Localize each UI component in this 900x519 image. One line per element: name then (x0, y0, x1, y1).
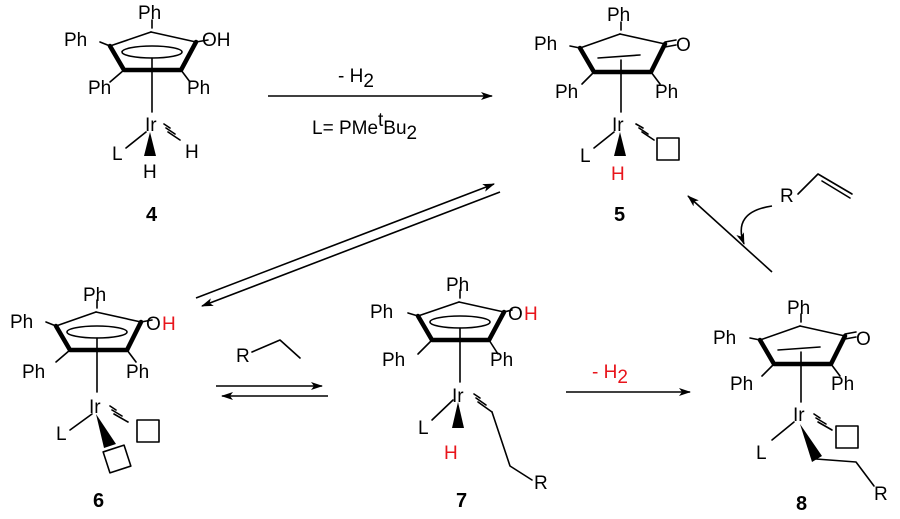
cp-ring-5 (577, 33, 668, 75)
oh-label: OH (202, 30, 231, 51)
compound-8: Ph Ph O Ph Ph Ir L R 8 (713, 298, 888, 515)
cp-ring-7 (415, 301, 507, 343)
compound-number: 7 (456, 490, 467, 512)
ligand-l-label: L (56, 424, 67, 445)
cp-ring-6 (53, 311, 144, 353)
ph-label: Ph (10, 312, 33, 333)
ph-label: Ph (187, 78, 210, 99)
ph-label: Ph (370, 302, 393, 323)
ph-label: Ph (446, 275, 469, 296)
cp-ring-8 (757, 325, 848, 367)
ph-label: Ph (713, 328, 736, 349)
equilibrium-5-6 (195, 183, 501, 307)
cyclobutyl-ring (102, 444, 132, 474)
iridium-label: Ir (145, 115, 157, 136)
ph-label: Ph (126, 362, 149, 383)
ketone-o-label: O (856, 329, 871, 350)
arrow-label-below: L= PMetBu2 (312, 110, 417, 144)
ph-label: Ph (88, 78, 111, 99)
hydride-label: H (143, 162, 157, 183)
ketone-o-label: O (676, 35, 691, 56)
arrow-7-to-8: - H2 (566, 362, 691, 396)
ph-label: Ph (490, 350, 513, 371)
cyclobutyl-ring (656, 137, 680, 161)
oh-h-label-highlight: H (524, 304, 538, 325)
ligand-l-label: L (418, 418, 429, 439)
iridium-label: Ir (793, 405, 805, 426)
alkyl-r-label: R (236, 346, 250, 367)
iridium-label: Ir (452, 386, 464, 407)
ph-label: Ph (64, 30, 87, 51)
arrow-label-above: - H2 (592, 362, 628, 388)
ph-label: Ph (83, 285, 106, 306)
ligand-l-label: L (580, 146, 591, 167)
compound-number: 8 (796, 493, 807, 515)
alkene-reagent: R (780, 173, 853, 207)
ph-label: Ph (607, 5, 630, 26)
ph-label: Ph (138, 3, 161, 24)
ph-label: Ph (831, 374, 854, 395)
compound-6: Ph Ph O H Ph Ph Ir L 6 (10, 285, 176, 512)
arrow-4-to-5: - H2 L= PMetBu2 (268, 66, 493, 144)
ph-label: Ph (22, 362, 45, 383)
compound-number: 6 (93, 490, 104, 512)
oh-o-label: O (146, 314, 161, 335)
compound-4: Ph Ph OH Ph Ph Ir L H H 4 (64, 3, 231, 226)
cp-ring-4 (107, 31, 199, 73)
ph-label: Ph (534, 34, 557, 55)
compound-number: 4 (146, 204, 158, 226)
equilibrium-6-7 (216, 382, 328, 400)
iridium-label: Ir (89, 397, 101, 418)
ph-label: Ph (382, 350, 405, 371)
hydride-label: H (185, 142, 199, 163)
arrow-8-to-5 (687, 195, 773, 273)
cyclobutyl-ring (136, 419, 160, 443)
alkyl-r-label: R (534, 473, 548, 494)
oh-o-label: O (508, 304, 523, 325)
ligand-l-label: L (756, 443, 767, 464)
compound-5: Ph Ph O Ph Ph Ir L H 5 (534, 5, 691, 226)
hydride-label-highlight: H (611, 164, 625, 185)
alkene-r-label: R (780, 186, 794, 207)
oh-h-label-highlight: H (162, 314, 176, 335)
ph-label: Ph (787, 298, 810, 319)
ph-label: Ph (555, 82, 578, 103)
ph-label: Ph (730, 374, 753, 395)
arrow-label-above: - H2 (338, 66, 374, 92)
propyl-reagent: R (236, 339, 301, 367)
ligand-l-label: L (112, 144, 123, 165)
compound-7: Ph Ph O H Ph Ph Ir L H R 7 (370, 275, 548, 512)
ph-label: Ph (655, 82, 678, 103)
hydride-label-highlight: H (444, 443, 458, 464)
alkyl-r-label: R (874, 484, 888, 505)
cyclobutyl-ring (835, 425, 859, 449)
compound-number: 5 (614, 204, 625, 226)
iridium-label: Ir (612, 115, 624, 136)
